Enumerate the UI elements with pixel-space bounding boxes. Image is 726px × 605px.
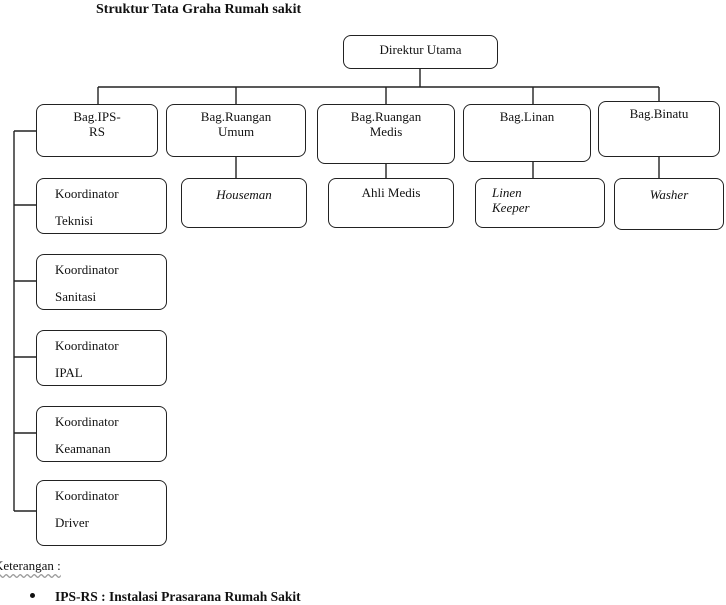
bullet-icon: [30, 593, 35, 599]
node-bag-linan-line1: Bag.Linan: [499, 109, 555, 124]
node-bag-ipsrs-line2: RS: [89, 124, 105, 139]
legend-item: IPS-RS : Instalasi Prasarana Rumah Sakit: [30, 589, 301, 605]
legend-item-text: IPS-RS : Instalasi Prasarana Rumah Sakit: [55, 589, 301, 604]
node-koordinator-sanitasi-line1: Koordinator: [55, 262, 119, 277]
node-ahli-medis-line1: Ahli Medis: [361, 185, 421, 200]
node-koordinator-ipal-line2: IPAL: [55, 365, 83, 380]
node-koordinator-teknisi-line2: Teknisi: [55, 213, 94, 228]
node-bag-binatu: Bag.Binatu: [598, 101, 720, 157]
node-direktur-utama-label: Direktur Utama: [379, 42, 462, 57]
node-koordinator-sanitasi-line2: Sanitasi: [55, 289, 97, 304]
node-koordinator-driver-line2: Driver: [55, 515, 89, 530]
node-bag-ruangan-medis-line1: Bag.Ruangan: [350, 109, 422, 124]
node-bag-ruangan-umum: Bag.Ruangan Umum: [166, 104, 306, 157]
node-bag-ipsrs: Bag.IPS- RS: [36, 104, 158, 157]
node-bag-ruangan-medis: Bag.Ruangan Medis: [317, 104, 455, 164]
node-direktur-utama: Direktur Utama: [343, 35, 498, 69]
node-washer-line1: Washer: [649, 187, 689, 202]
node-bag-ruangan-medis-line2: Medis: [369, 124, 403, 139]
node-ahli-medis: Ahli Medis: [328, 178, 454, 228]
node-koordinator-keamanan: Koordinator Keamanan: [36, 406, 167, 462]
diagram-title: Struktur Tata Graha Rumah sakit: [96, 2, 302, 17]
node-houseman: Houseman: [181, 178, 307, 228]
node-koordinator-teknisi: Koordinator Teknisi: [36, 178, 167, 234]
node-bag-linan: Bag.Linan: [463, 104, 591, 162]
node-koordinator-keamanan-line2: Keamanan: [55, 441, 111, 456]
node-linen-keeper: Linen Keeper: [475, 178, 605, 228]
node-bag-ipsrs-line1: Bag.IPS-: [73, 109, 121, 124]
node-bag-ruangan-umum-line2: Umum: [217, 124, 255, 139]
node-koordinator-ipal-line1: Koordinator: [55, 338, 119, 353]
node-linen-keeper-line2: Keeper: [492, 200, 530, 215]
node-houseman-line1: Houseman: [216, 187, 272, 202]
node-koordinator-driver: Koordinator Driver: [36, 480, 167, 546]
node-koordinator-driver-line1: Koordinator: [55, 488, 119, 503]
node-koordinator-teknisi-line1: Koordinator: [55, 186, 119, 201]
node-bag-binatu-line1: Bag.Binatu: [629, 106, 689, 121]
node-linen-keeper-line1: Linen: [492, 185, 522, 200]
legend-heading: Keterangan :: [0, 558, 61, 573]
node-koordinator-ipal: Koordinator IPAL: [36, 330, 167, 386]
node-bag-ruangan-umum-line1: Bag.Ruangan: [200, 109, 272, 124]
node-washer: Washer: [614, 178, 724, 230]
node-koordinator-keamanan-line1: Koordinator: [55, 414, 119, 429]
node-koordinator-sanitasi: Koordinator Sanitasi: [36, 254, 167, 310]
